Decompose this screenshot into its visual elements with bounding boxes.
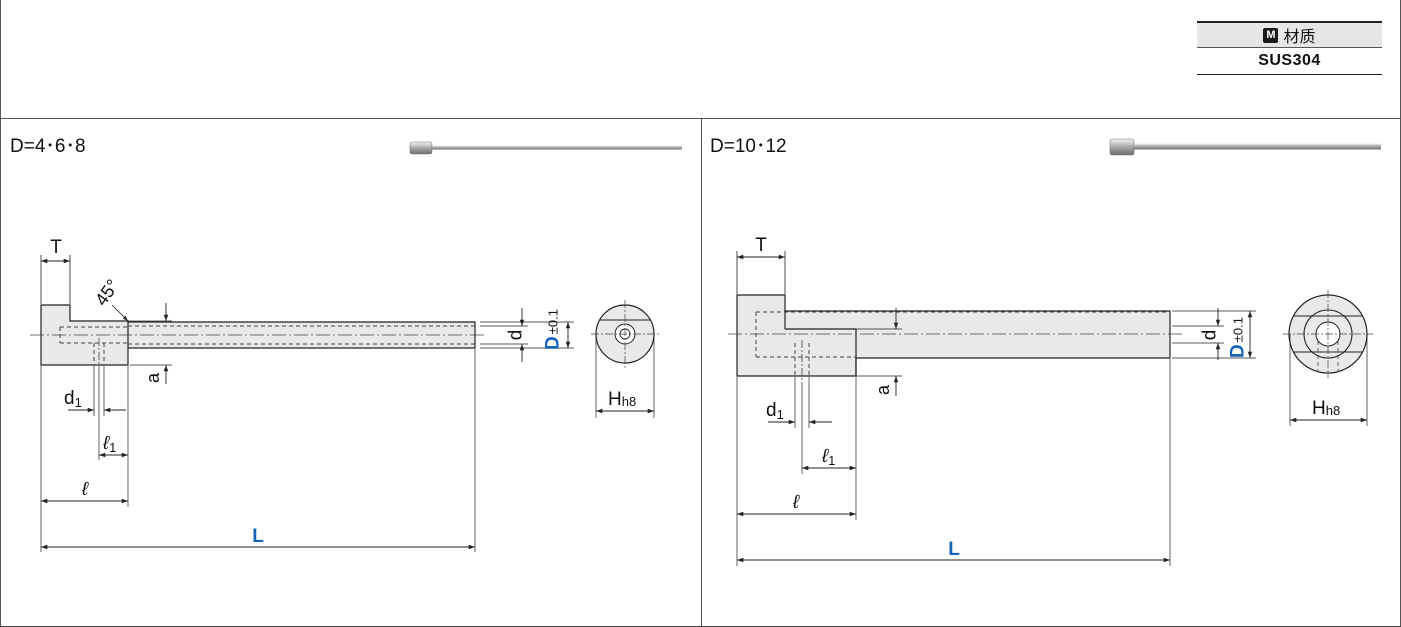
- material-icon: M: [1263, 27, 1279, 43]
- label-L: L: [252, 526, 264, 547]
- material-value: SUS304: [1197, 48, 1382, 75]
- panel-right: D=10･12: [710, 136, 1381, 566]
- label-D-tol: D±0.1: [543, 309, 564, 350]
- dimension-a: a: [128, 303, 172, 384]
- dimension-a-right: a: [856, 308, 902, 396]
- label-l1: ℓ1: [102, 433, 116, 455]
- label-D-tol-right: D±0.1: [1228, 317, 1249, 358]
- label-L-right: L: [948, 539, 960, 560]
- dimension-l1: ℓ1: [98, 366, 129, 460]
- product-photo-small: [409, 141, 682, 155]
- hidden-bore-lines: [59, 325, 475, 365]
- product-photo-large: [1109, 138, 1381, 156]
- label-l1-right: ℓ1: [821, 446, 835, 468]
- ejector-pin-side-view: [30, 304, 485, 372]
- ejector-pin-end-view-large: Hh8: [1283, 290, 1373, 426]
- material-header-label: 材质: [1283, 29, 1316, 46]
- label-H: Hh8: [608, 389, 636, 410]
- dimension-T-right: T: [736, 235, 786, 294]
- dimension-L: L: [41, 349, 476, 552]
- label-d: d: [506, 330, 527, 341]
- dimension-l-right: ℓ: [736, 377, 856, 566]
- dimension-d-D-right: d D±0.1: [1172, 308, 1256, 360]
- label-d1: d1: [64, 388, 82, 410]
- ejector-pin-end-view: Hh8: [591, 300, 659, 418]
- dimension-d-D: d D±0.1: [480, 308, 574, 362]
- label-d1-right: d1: [766, 400, 784, 422]
- dimension-chamfer-angle: 45°: [91, 276, 129, 322]
- dimension-T: T: [40, 237, 71, 304]
- label-angle: 45°: [91, 276, 123, 310]
- material-header: M 材质: [1197, 21, 1382, 48]
- panel-left: D=4･6･8: [10, 136, 682, 552]
- hidden-bore-lines-large: [755, 311, 1168, 376]
- label-H-right: Hh8: [1312, 398, 1340, 419]
- dimension-l: ℓ: [40, 366, 129, 552]
- dimension-l1-right: ℓ1: [801, 377, 857, 520]
- label-T: T: [50, 237, 62, 258]
- label-l: ℓ: [81, 479, 89, 500]
- label-l-right: ℓ: [792, 492, 800, 513]
- pin-body-outline-large: [736, 294, 1171, 377]
- material-table: M 材质 SUS304: [1197, 21, 1382, 75]
- dimension-d1: d1: [64, 366, 126, 416]
- label-a: a: [143, 372, 163, 383]
- label-d-right: d: [1200, 330, 1221, 341]
- ejector-pin-side-view-large: [728, 294, 1182, 382]
- panel-left-title: D=4･6･8: [10, 136, 86, 157]
- dimension-d1-right: d1: [766, 377, 832, 428]
- dimension-L-right: L: [737, 359, 1171, 566]
- label-a-right: a: [873, 384, 893, 395]
- label-T-right: T: [755, 235, 767, 256]
- panel-right-title: D=10･12: [710, 136, 787, 157]
